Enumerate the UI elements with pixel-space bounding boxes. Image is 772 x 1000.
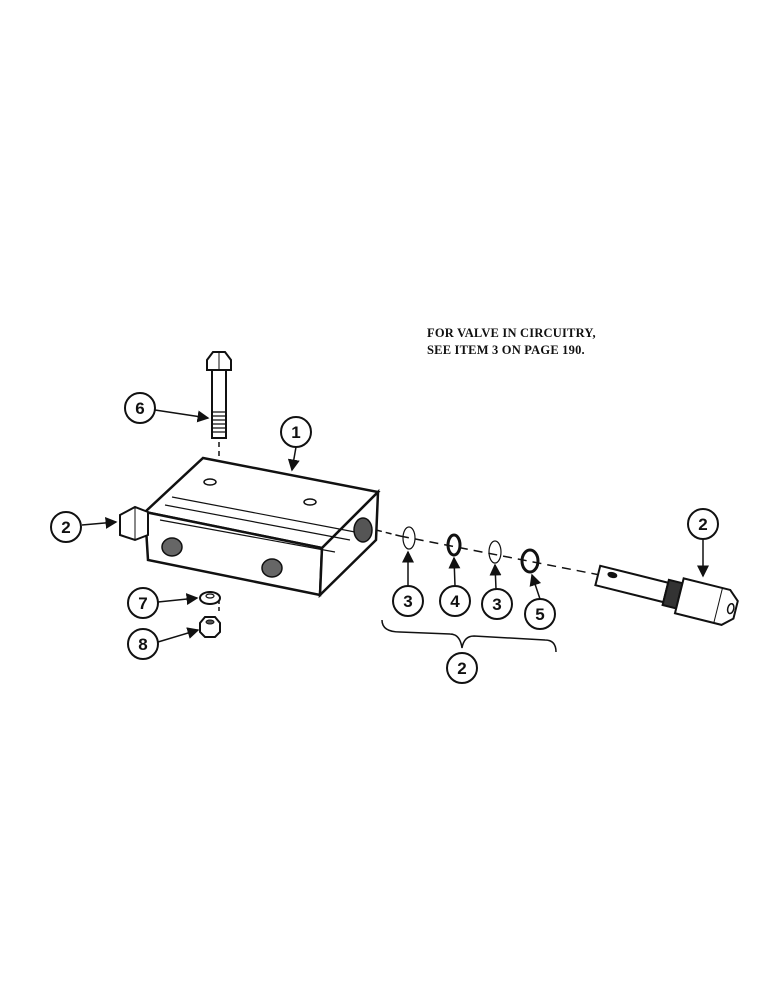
svg-text:2: 2: [698, 515, 707, 534]
callout-3b: 3: [481, 588, 513, 620]
backup-ring-a: [402, 526, 416, 550]
svg-text:1: 1: [291, 423, 300, 442]
backup-ring-b: [488, 540, 502, 564]
seal-kit-brace: [381, 619, 557, 653]
callout-4: 4: [439, 585, 471, 617]
circuitry-note: FOR VALVE IN CIRCUITRY, SEE ITEM 3 ON PA…: [427, 325, 596, 359]
callout-1: 1: [280, 416, 312, 448]
svg-text:5: 5: [535, 605, 544, 624]
nut-part: [199, 616, 221, 638]
svg-text:4: 4: [450, 592, 460, 611]
note-line-1: FOR VALVE IN CIRCUITRY,: [427, 326, 596, 340]
callout-2-right: 2: [687, 508, 719, 540]
o-ring-b: [520, 548, 540, 574]
svg-text:2: 2: [61, 518, 70, 537]
svg-text:6: 6: [135, 399, 144, 418]
svg-text:8: 8: [138, 635, 147, 654]
callout-2-left: 2: [50, 511, 82, 543]
svg-text:3: 3: [492, 595, 501, 614]
callout-6: 6: [124, 392, 156, 424]
callout-7: 7: [127, 587, 159, 619]
callout-5: 5: [524, 598, 556, 630]
callout-3a: 3: [392, 585, 424, 617]
o-ring-a: [446, 533, 462, 557]
valve-cartridge-part: [594, 564, 739, 626]
svg-text:7: 7: [138, 594, 147, 613]
svg-text:3: 3: [403, 592, 412, 611]
callout-2-kit: 2: [446, 652, 478, 684]
valve-body-part: [119, 456, 401, 612]
callout-8: 8: [127, 628, 159, 660]
note-line-2: SEE ITEM 3 ON PAGE 190.: [427, 343, 585, 357]
bolt-part: [206, 351, 232, 475]
svg-text:2: 2: [457, 659, 466, 678]
washer-part: [199, 591, 221, 605]
